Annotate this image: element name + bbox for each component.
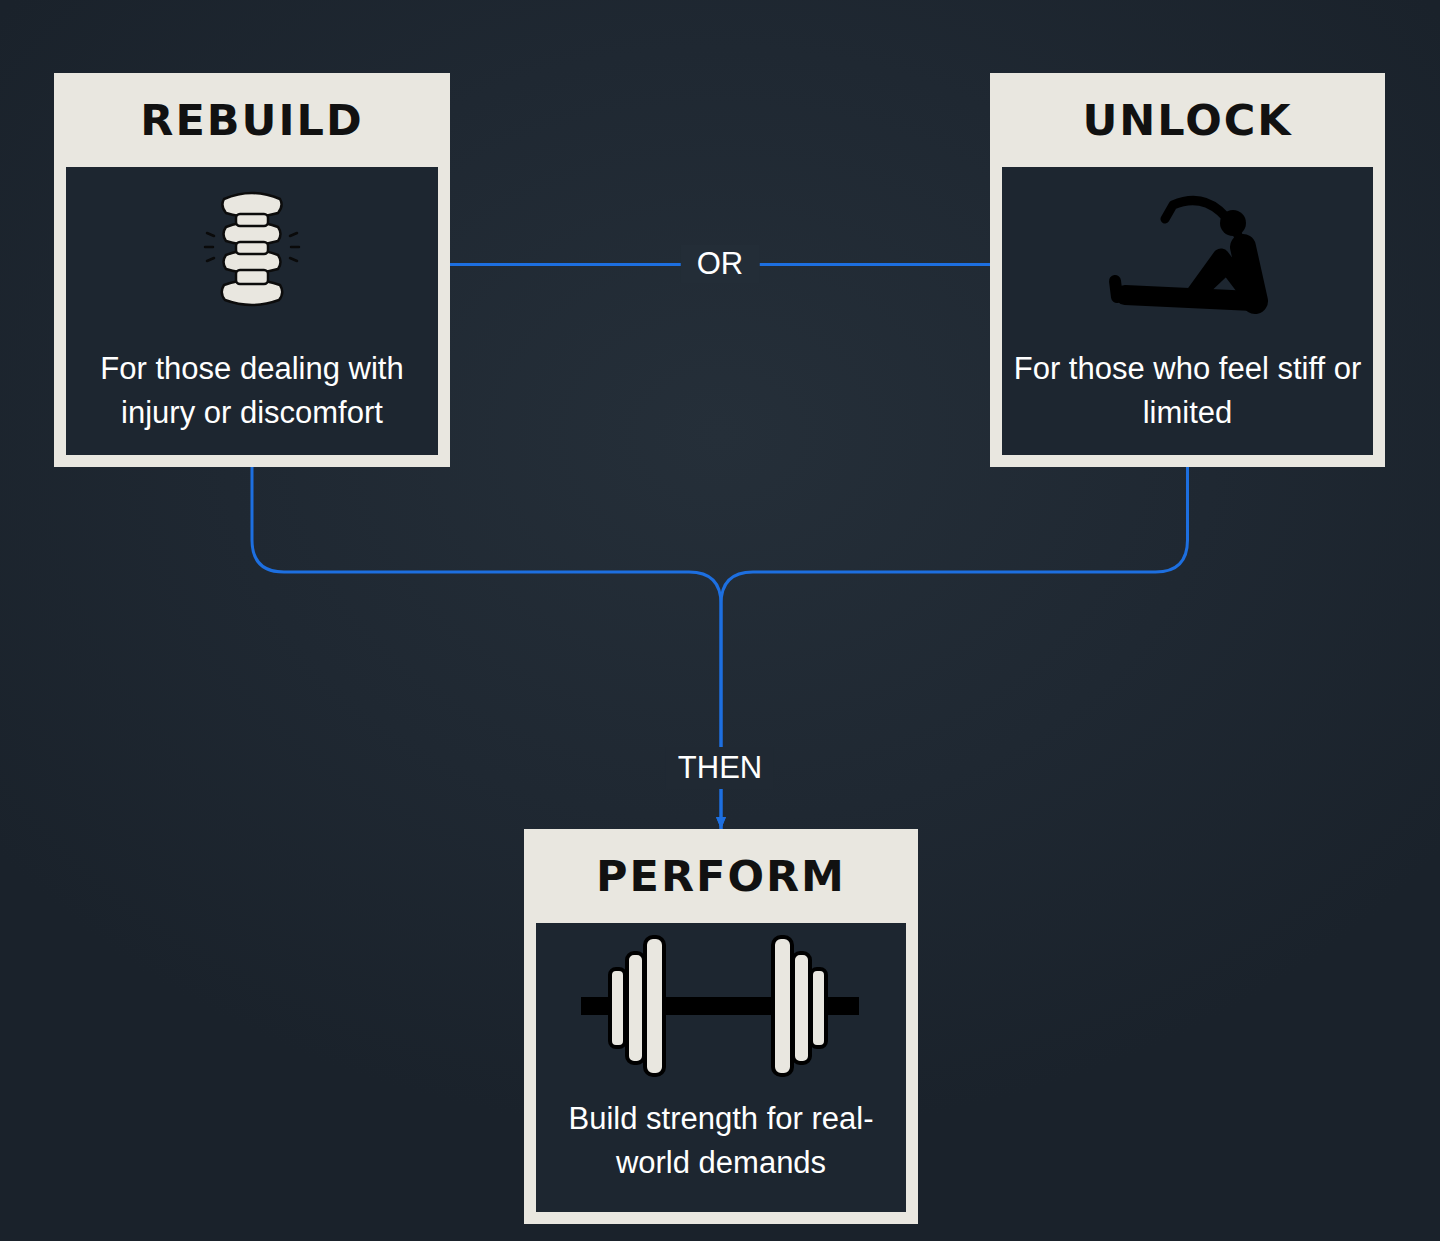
card-panel: Build strength for real-world demands xyxy=(536,923,906,1212)
card-heading: UNLOCK xyxy=(1002,73,1373,167)
card-description: For those dealing with injury or discomf… xyxy=(72,347,432,435)
spine-icon xyxy=(202,189,302,314)
flow-connector xyxy=(721,467,1188,829)
stretching-figure-icon xyxy=(1103,185,1273,320)
barbell-icon xyxy=(581,933,861,1078)
card-description: Build strength for real-world demands xyxy=(542,1097,900,1185)
step-card: UNLOCK For those who feel stiff or limit… xyxy=(990,73,1385,467)
step-card: PERFORM Build strength for real-world de… xyxy=(524,829,918,1224)
connector-label: OR xyxy=(681,245,760,283)
stretching-figure xyxy=(1115,201,1255,302)
card-panel: For those dealing with injury or discomf… xyxy=(66,167,438,455)
step-card: REBUILD For those dealing with injury or… xyxy=(54,73,450,467)
sequence-label: THEN xyxy=(666,747,774,789)
barbell-plates xyxy=(610,937,826,1075)
card-heading: PERFORM xyxy=(536,829,906,923)
spine-vertebrae xyxy=(222,193,283,305)
flow-connector xyxy=(252,467,721,829)
figure-head xyxy=(1220,210,1246,236)
card-panel: For those who feel stiff or limited xyxy=(1002,167,1373,455)
card-description: For those who feel stiff or limited xyxy=(1008,347,1367,435)
card-heading: REBUILD xyxy=(66,73,438,167)
discomfort-marks xyxy=(205,233,299,261)
